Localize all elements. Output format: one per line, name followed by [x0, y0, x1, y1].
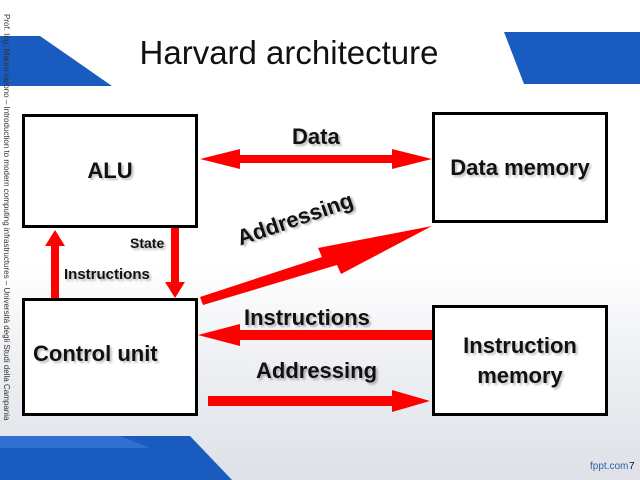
addressing-diagonal-arrow [200, 226, 432, 305]
alu-label: ALU [87, 158, 133, 183]
instruction-memory-box: Instruction memory [432, 305, 608, 416]
footer-site: fppt.com [590, 461, 629, 472]
instructions-middle-label: Instructions [244, 305, 370, 330]
instruction-memory-label-line2: memory [477, 362, 563, 388]
instructions-up-arrow [45, 230, 65, 298]
control-unit-label: Control unit [33, 341, 158, 366]
slide-title: Harvard architecture [139, 34, 439, 71]
top-right-decoration [504, 32, 640, 84]
state-arrow [165, 228, 185, 298]
addressing-right-arrow [208, 390, 430, 412]
top-left-decoration [0, 36, 112, 86]
data-memory-label: Data memory [450, 154, 590, 180]
bottom-left-decoration [0, 436, 232, 480]
data-label: Data [292, 124, 340, 149]
addressing-bottom-label: Addressing [256, 358, 378, 383]
instruction-memory-label-line1: Instruction [463, 332, 577, 358]
control-unit-box: Control unit [22, 298, 198, 416]
instructions-left-arrow [198, 324, 432, 346]
instructions-left-label: Instructions [64, 266, 150, 283]
state-label: State [130, 235, 165, 251]
data-memory-box: Data memory [432, 112, 608, 223]
alu-box: ALU [22, 114, 198, 228]
page-number: 7 [629, 461, 635, 472]
data-double-arrow [200, 149, 432, 169]
